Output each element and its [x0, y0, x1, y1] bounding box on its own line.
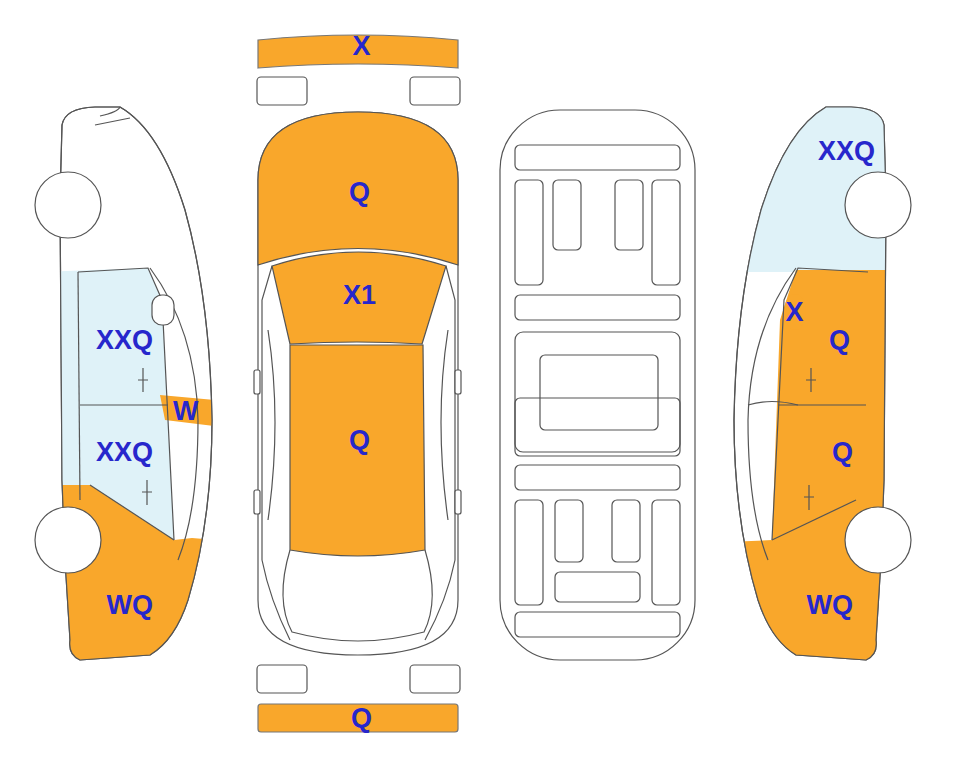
- damage-panel: Q: [349, 427, 371, 454]
- damage-panel: X: [786, 299, 805, 326]
- damage-code: XXQ: [818, 138, 876, 165]
- damage-code: Q: [351, 705, 373, 732]
- damage-panel: XXQ: [818, 138, 876, 165]
- damage-panel: Q: [351, 705, 373, 732]
- damage-panel: Q: [349, 179, 371, 206]
- right-side-view: [716, 100, 946, 670]
- underbody-view: [500, 110, 695, 660]
- damage-panel: WQ: [807, 592, 854, 619]
- damage-code: W: [173, 398, 199, 425]
- left-side-view: [35, 107, 215, 670]
- top-view: [254, 35, 461, 732]
- damage-panel: X1: [343, 282, 377, 309]
- damage-code: X: [353, 33, 372, 60]
- damage-panel: Q: [832, 439, 854, 466]
- damage-code: Q: [349, 427, 371, 454]
- damage-code: WQ: [107, 592, 154, 619]
- damage-panel: WQ: [107, 592, 154, 619]
- damage-code: X: [786, 299, 805, 326]
- damage-code: Q: [832, 439, 854, 466]
- damage-code: Q: [829, 327, 851, 354]
- damage-code: WQ: [807, 592, 854, 619]
- damage-code: Q: [349, 179, 371, 206]
- damage-panel: Q: [829, 327, 851, 354]
- damage-panel: XXQ: [96, 439, 154, 466]
- damage-panel: XXQ: [96, 327, 154, 354]
- damage-code: X1: [343, 282, 377, 309]
- damage-code: XXQ: [96, 439, 154, 466]
- damage-panel: X: [353, 33, 372, 60]
- damage-code: XXQ: [96, 327, 154, 354]
- damage-panel: W: [173, 398, 199, 425]
